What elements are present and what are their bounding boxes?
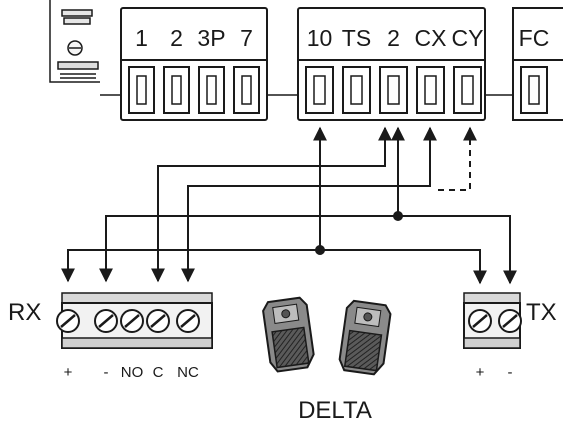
delta-photocell-right <box>338 299 392 376</box>
terminal-connector <box>128 66 155 114</box>
terminal-label: 7 <box>240 25 253 51</box>
wire-cy-dashed <box>433 126 477 191</box>
rx-terminal-strip <box>56 292 213 349</box>
screw-slot <box>180 314 196 328</box>
terminal-connector <box>305 66 334 114</box>
screw-slot <box>60 314 76 328</box>
terminal-label: 2 <box>170 25 183 51</box>
terminal-screw-slot <box>313 75 326 105</box>
terminal-screw-slot <box>424 75 437 105</box>
rx-label: RX <box>8 299 41 326</box>
terminal-screw-slot <box>461 75 474 105</box>
delta-photocell-left <box>262 296 315 373</box>
wiring <box>61 126 517 285</box>
terminal-screw-slot <box>350 75 363 105</box>
terminal-label: 1 <box>135 25 148 51</box>
screw-slot <box>472 314 488 328</box>
terminal-block-right: FC <box>512 7 563 121</box>
terminal-screw-slot <box>241 75 252 105</box>
terminal-connector <box>379 66 408 114</box>
terminal-connector <box>453 66 482 114</box>
screw-slot <box>124 314 140 328</box>
wire-10-to-tx-plus <box>320 249 487 285</box>
terminal-connector <box>233 66 260 114</box>
terminal-connector <box>520 66 548 114</box>
terminal-polarity-label: - <box>508 364 513 381</box>
screw-slot <box>502 314 518 328</box>
terminal-label: 2 <box>387 25 400 51</box>
terminal-label: CY <box>452 25 484 51</box>
wire-2-to-rx-c <box>151 126 392 283</box>
terminal-label: 10 <box>307 25 333 51</box>
terminal-polarity-label: + <box>476 364 485 381</box>
terminal-connector <box>342 66 371 114</box>
junction-dot <box>393 211 403 221</box>
screw-slot <box>150 314 166 328</box>
junction-dot <box>315 245 325 255</box>
terminal-label: 3P <box>197 25 225 51</box>
terminal-label: CX <box>415 25 447 51</box>
terminal-polarity-label: - <box>104 364 109 381</box>
terminal-screw-slot <box>171 75 182 105</box>
tx-label: TX <box>526 299 557 326</box>
device-label: DELTA <box>298 397 372 424</box>
terminal-connector <box>416 66 445 114</box>
terminal-connector <box>198 66 225 114</box>
screw-slot <box>98 314 114 328</box>
terminal-connector <box>163 66 190 114</box>
board-edge <box>49 0 100 83</box>
terminal-polarity-label: NC <box>177 364 199 381</box>
terminal-polarity-label: + <box>64 364 73 381</box>
terminal-screw-slot <box>387 75 400 105</box>
terminal-polarity-label: NO <box>121 364 144 381</box>
wire-cx-to-rx-nc <box>181 126 437 283</box>
terminal-screw-slot <box>528 75 540 105</box>
tx-terminal-strip <box>463 292 522 349</box>
terminal-label: FC <box>519 25 550 51</box>
wire-2-to-rx-minus <box>99 126 405 283</box>
terminal-screw-slot <box>206 75 217 105</box>
terminal-screw-slot <box>136 75 147 105</box>
terminal-label: TS <box>342 25 371 51</box>
terminal-polarity-label: C <box>153 364 164 381</box>
